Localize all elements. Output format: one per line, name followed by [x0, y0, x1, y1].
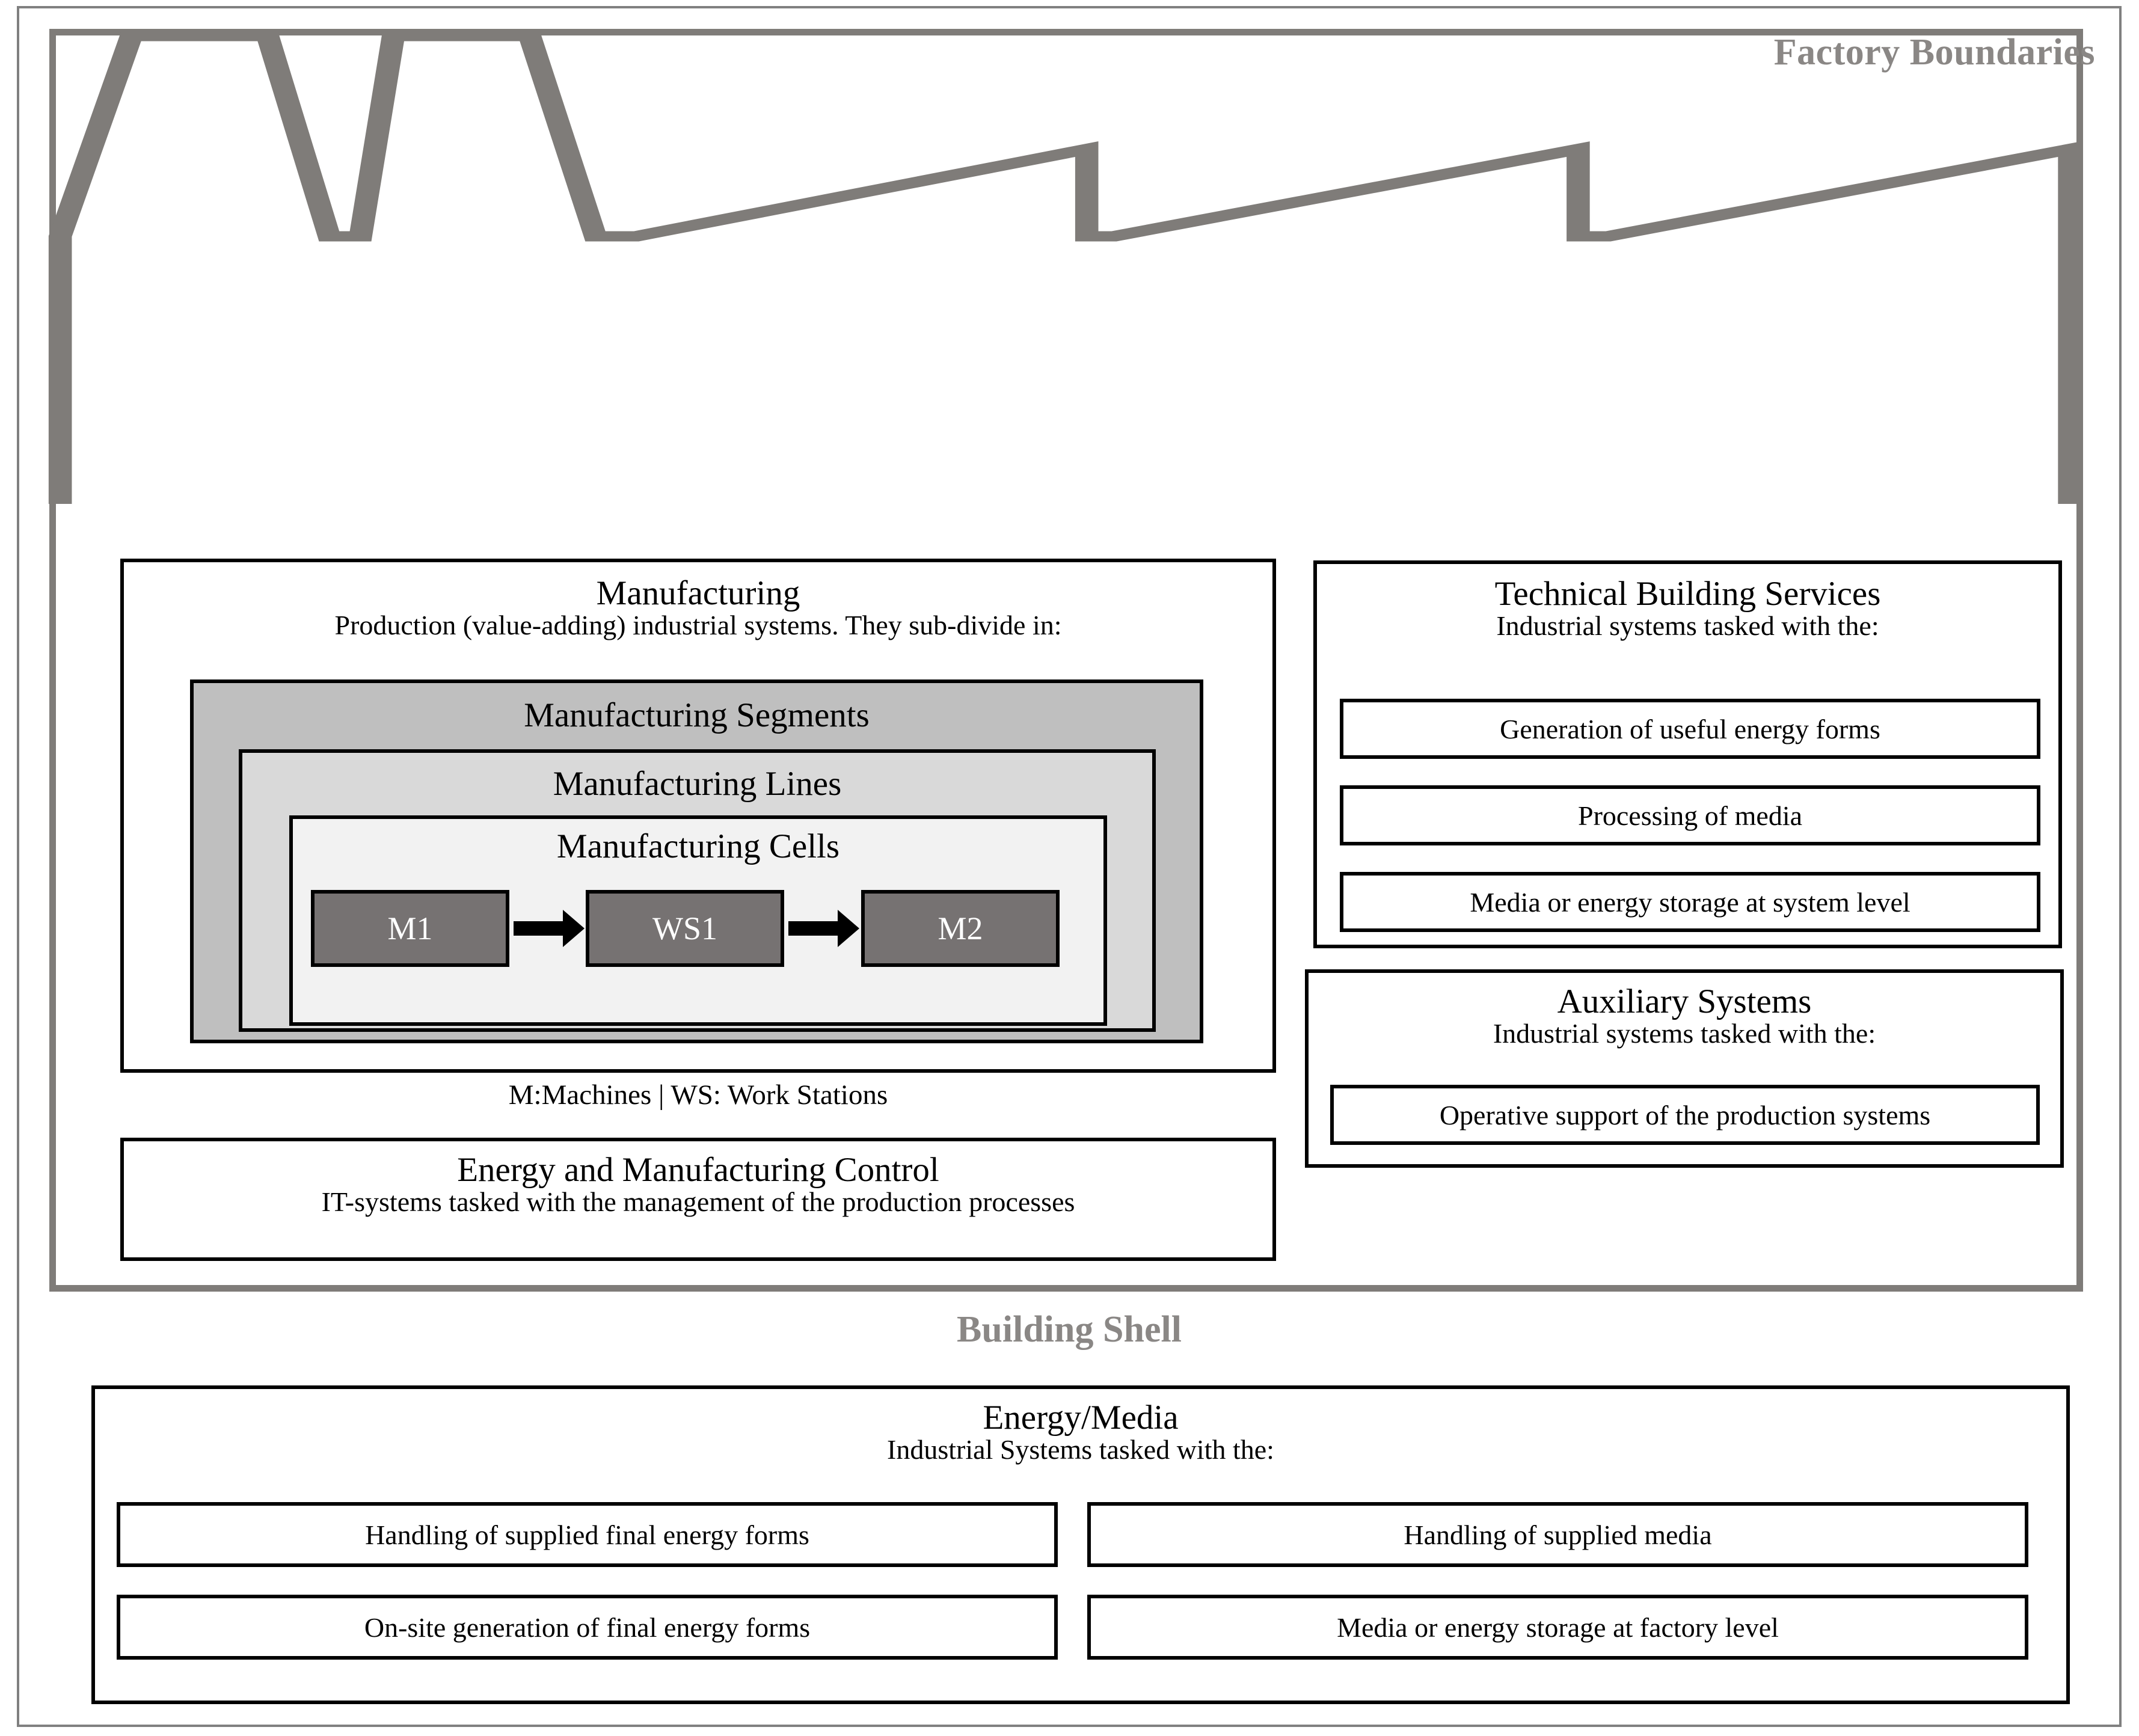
energy-media-item-handling-of-supplied-media[interactable]: Handling of supplied media [1087, 1502, 2028, 1567]
manufacturing-cells-box: Manufacturing Cells M1 WS1 M2 [289, 815, 1107, 1026]
tbs-header: Technical Building Services Industrial s… [1317, 576, 2058, 641]
energy-media-box: Energy/Media Industrial Systems tasked w… [91, 1385, 2070, 1704]
machine-node-m2[interactable]: M2 [861, 890, 1060, 967]
tbs-item-processing-of-media[interactable]: Processing of media [1340, 785, 2040, 845]
tbs-item-media-or-energy-storage-at-system-level[interactable]: Media or energy storage at system level [1340, 872, 2040, 932]
tbs-subtitle: Industrial systems tasked with the: [1496, 610, 1879, 642]
energy-and-manufacturing-control-box: Energy and Manufacturing Control IT-syst… [120, 1138, 1276, 1261]
control-header: Energy and Manufacturing Control IT-syst… [124, 1152, 1272, 1217]
workstation-node-ws1[interactable]: WS1 [586, 890, 784, 967]
manufacturing-legend: M:Machines | WS: Work Stations [508, 1079, 888, 1111]
manufacturing-subtitle: Production (value-adding) industrial sys… [334, 610, 1062, 641]
manufacturing-lines-header: Manufacturing Lines [242, 766, 1152, 802]
manufacturing-cells-title: Manufacturing Cells [556, 827, 840, 865]
tbs-title: Technical Building Services [1494, 575, 1881, 613]
technical-building-services-box: Technical Building Services Industrial s… [1313, 560, 2062, 948]
factory-boundaries-label: Factory Boundaries [1773, 32, 2095, 73]
machine-node-m1[interactable]: M1 [311, 890, 509, 967]
auxiliary-systems-title: Auxiliary Systems [1557, 983, 1812, 1020]
manufacturing-header: Manufacturing Production (value-adding) … [124, 575, 1272, 640]
manufacturing-title: Manufacturing [596, 574, 800, 612]
energy-media-subtitle: Industrial Systems tasked with the: [887, 1434, 1274, 1465]
auxiliary-systems-header: Auxiliary Systems Industrial systems tas… [1309, 984, 2060, 1049]
manufacturing-cells-header: Manufacturing Cells [293, 827, 1103, 865]
energy-media-title: Energy/Media [983, 1399, 1179, 1437]
energy-media-header: Energy/Media Industrial Systems tasked w… [95, 1400, 2066, 1465]
control-title: Energy and Manufacturing Control [457, 1151, 939, 1189]
flow-arrow-m1-to-ws1 [514, 910, 585, 947]
building-shell-label: Building Shell [957, 1309, 1182, 1350]
auxiliary-item-operative-support-of-the-production-systems[interactable]: Operative support of the production syst… [1330, 1085, 2040, 1145]
manufacturing-box: Manufacturing Production (value-adding) … [120, 559, 1276, 1073]
flow-arrow-ws1-to-m2 [788, 910, 859, 947]
manufacturing-segments-box: Manufacturing Segments Manufacturing Lin… [190, 679, 1203, 1043]
manufacturing-segments-title: Manufacturing Segments [524, 696, 870, 734]
diagram-canvas: Factory Boundaries Manufacturing Product… [17, 6, 2122, 1727]
control-subtitle: IT-systems tasked with the management of… [321, 1186, 1075, 1218]
auxiliary-systems-box: Auxiliary Systems Industrial systems tas… [1305, 969, 2064, 1168]
energy-media-item-handling-of-supplied-final-energy-forms[interactable]: Handling of supplied final energy forms [117, 1502, 1058, 1567]
auxiliary-systems-subtitle: Industrial systems tasked with the: [1493, 1018, 1876, 1049]
energy-media-item-on-site-generation-of-final-energy-forms[interactable]: On-site generation of final energy forms [117, 1595, 1058, 1660]
energy-media-item-media-or-energy-storage-at-factory-level[interactable]: Media or energy storage at factory level [1087, 1595, 2028, 1660]
manufacturing-segments-header: Manufacturing Segments [194, 696, 1200, 734]
manufacturing-lines-box: Manufacturing Lines Manufacturing Cells … [239, 749, 1156, 1032]
tbs-item-generation-of-useful-energy-forms[interactable]: Generation of useful energy forms [1340, 699, 2040, 759]
manufacturing-lines-title: Manufacturing Lines [553, 765, 842, 803]
